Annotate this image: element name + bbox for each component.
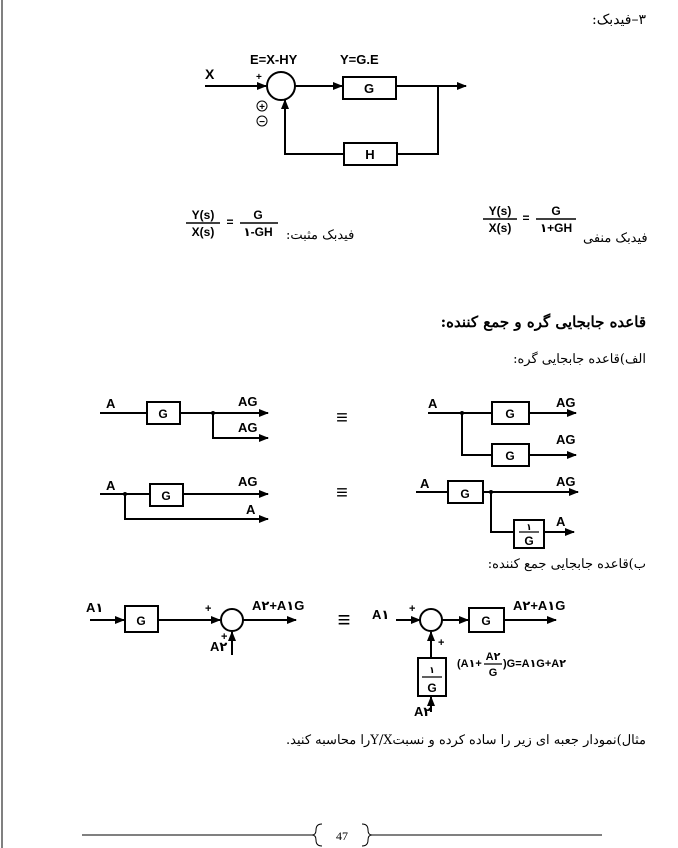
pickoff-diagram-2	[428, 401, 577, 467]
negative-feedback-label: فیدبک منفی	[583, 231, 648, 246]
pick2-g2: G	[505, 449, 514, 463]
pick4-a-out: A	[556, 514, 566, 529]
sum1-plus1: +	[205, 603, 211, 615]
pick4-inv-num: ۱	[526, 522, 532, 532]
minus-sign-circled: −	[259, 117, 265, 128]
pickoff-diagram-3	[100, 483, 269, 523]
feedback-diagram	[205, 71, 467, 166]
equivalence-2: ≡	[336, 482, 348, 504]
plus-sign-circled: +	[259, 102, 265, 113]
negative-feedback-formula: Y(s) X(s) = G ۱+GH	[483, 204, 576, 235]
summer-diagram-1	[90, 605, 297, 655]
pick3-g: G	[161, 489, 170, 503]
pickoff-diagram-1	[100, 401, 269, 442]
sum2-a2: A۲	[414, 704, 431, 719]
sum2-eq-den: G	[489, 667, 498, 679]
example-text: مثال)نمودار جعبه ای زیر را ساده کرده و ن…	[286, 733, 646, 748]
pick1-ag2: AG	[238, 420, 258, 435]
sum2-a1: A۱	[372, 607, 389, 622]
pick3-a2: A	[246, 502, 256, 517]
sum2-eq-num: A۲	[486, 651, 501, 663]
feedback-return	[397, 86, 439, 155]
section-title: قاعده جابجایی گره و جمع کننده:	[440, 313, 646, 331]
positive-feedback-label: فیدبک مثبت:	[286, 228, 355, 243]
sum1-a1: A۱	[86, 600, 103, 615]
svg-text:=: =	[226, 215, 233, 229]
svg-text:Y(s): Y(s)	[192, 208, 215, 222]
pick1-ag1: AG	[238, 394, 258, 409]
page-footer	[82, 823, 602, 847]
sum2-inv-den: G	[427, 681, 436, 695]
svg-text:۱+GH: ۱+GH	[540, 221, 572, 235]
pick2-a: A	[428, 396, 438, 411]
positive-feedback-formula: Y(s) X(s) = G ۱-GH	[186, 208, 278, 239]
heading-feedback: ۳–فیدبک:	[592, 12, 646, 28]
subheading-summer-rule: ب)قاعده جابجایی جمع کننده:	[487, 557, 646, 572]
g-label: G	[364, 81, 374, 96]
sum1-g: G	[136, 614, 145, 628]
svg-text:G: G	[253, 208, 262, 222]
plus-circle-icon	[256, 100, 268, 112]
error-equation: E=X-HY	[250, 52, 298, 67]
minus-circle-icon	[256, 115, 268, 127]
pick2-ag2: AG	[556, 432, 576, 447]
sum1-plus2: +	[221, 631, 227, 643]
pick1-a: A	[106, 396, 116, 411]
pick1-g: G	[158, 407, 167, 421]
summer-diagram-2	[396, 607, 557, 712]
pick2-ag1: AG	[556, 395, 576, 410]
pick4-a: A	[420, 476, 430, 491]
h-label: H	[365, 147, 374, 162]
svg-text:=: =	[522, 211, 529, 225]
pick4-inv-den: G	[524, 534, 533, 548]
svg-text:۱-GH: ۱-GH	[243, 225, 272, 239]
pick4-ag: AG	[556, 474, 576, 489]
svg-text:X(s): X(s)	[489, 221, 512, 235]
svg-text:Y(s): Y(s)	[489, 204, 512, 218]
sum1-out: A۲+A۱G	[252, 598, 304, 613]
sum2-plus1: +	[409, 603, 415, 615]
feedback-line	[281, 99, 344, 155]
sum2-g: G	[481, 614, 490, 628]
svg-text:X(s): X(s)	[192, 225, 215, 239]
subheading-node-rule: الف)قاعده جابجایی گره:	[513, 352, 646, 367]
pickoff-diagram-4	[416, 480, 579, 549]
sum2-eq-right: )G=A۱G+A۲	[503, 658, 566, 670]
sum2-inv-num: ۱	[429, 665, 435, 675]
g-block	[342, 76, 397, 100]
equivalence-3: ≡	[338, 607, 351, 632]
sum2-plus2: +	[438, 637, 444, 649]
pick2-g1: G	[505, 407, 514, 421]
x-label: X	[205, 66, 215, 82]
plus-sign: +	[256, 72, 262, 83]
sum1-a2: A۲	[210, 639, 227, 654]
pick3-a: A	[106, 478, 116, 493]
equivalence-1: ≡	[336, 407, 348, 429]
pick3-ag: AG	[238, 474, 258, 489]
sum2-eq-left: (A۱+	[457, 658, 482, 670]
pick4-g: G	[460, 487, 469, 501]
svg-text:G: G	[551, 204, 560, 218]
sum2-out: A۲+A۱G	[513, 598, 565, 613]
output-equation: Y=G.E	[340, 52, 379, 67]
page-number: 47	[336, 829, 348, 843]
summing-junction	[266, 71, 296, 101]
